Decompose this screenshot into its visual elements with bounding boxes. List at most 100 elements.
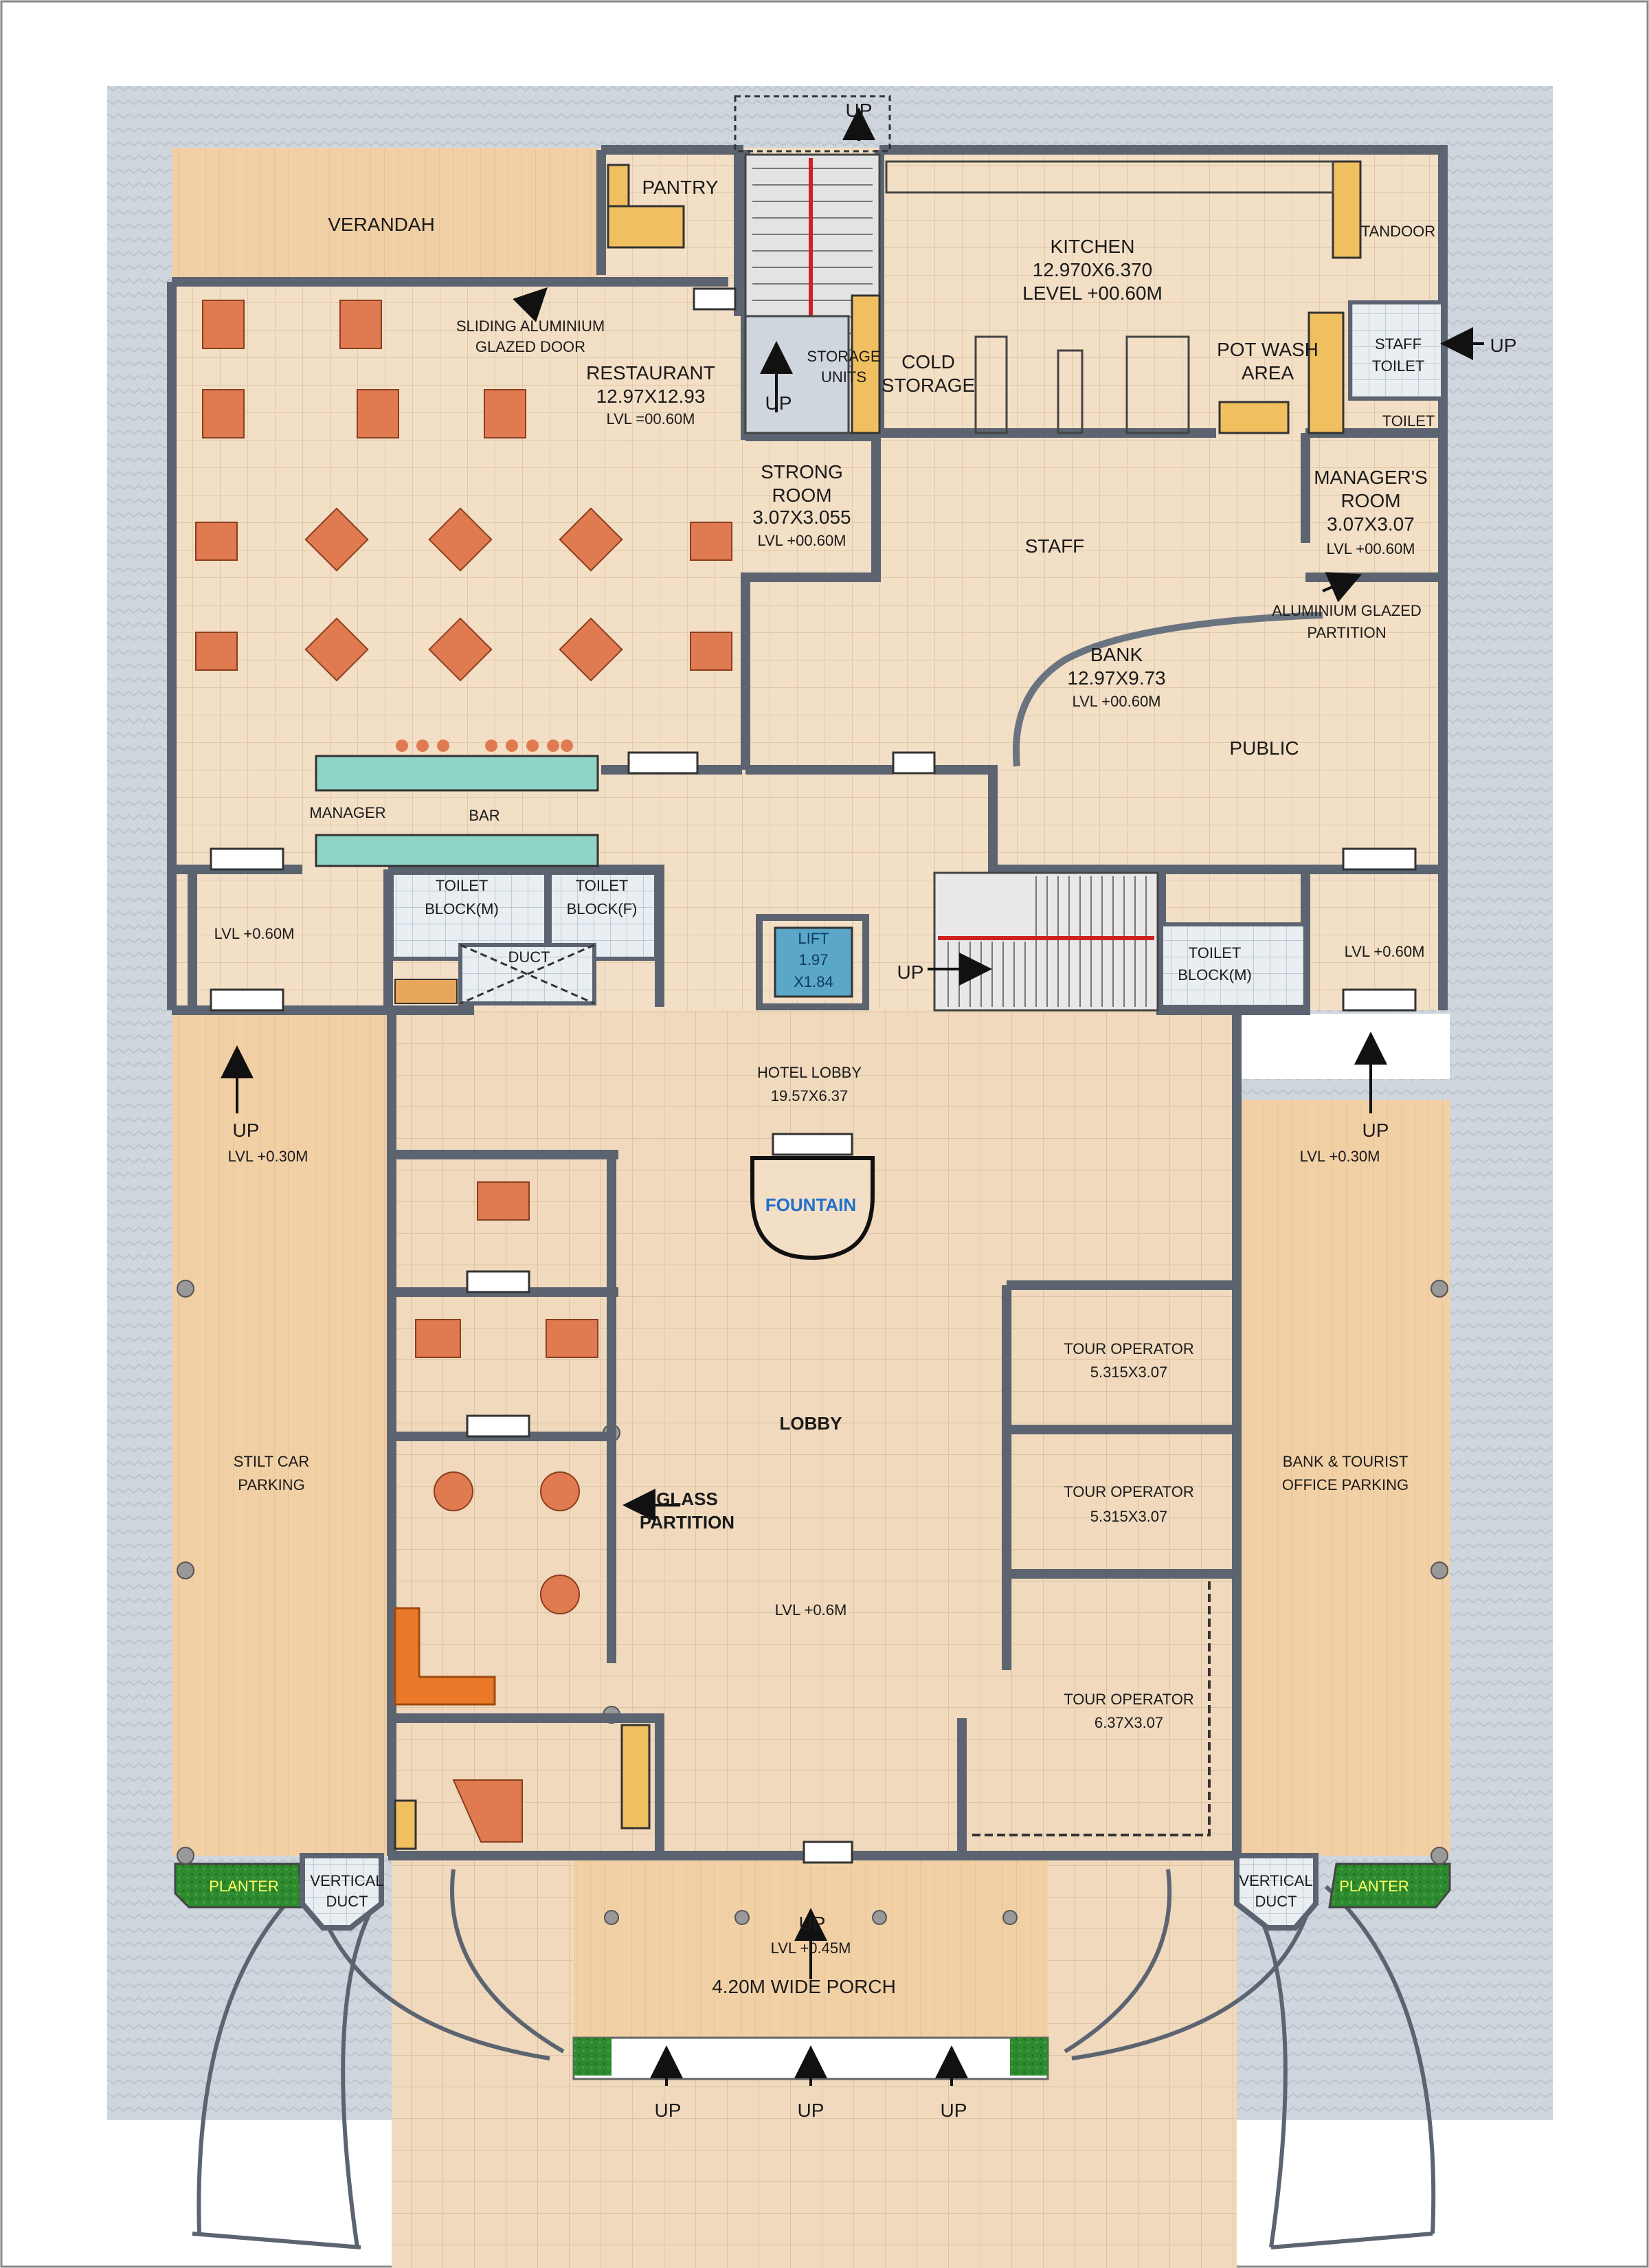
staff-toilet bbox=[1348, 300, 1445, 401]
restaurant-table bbox=[202, 300, 245, 349]
restaurant-table bbox=[357, 389, 399, 438]
up-label-top: UP bbox=[846, 100, 873, 121]
hotel-lobby-dim: 19.57X6.37 bbox=[771, 1087, 849, 1104]
up-label-lobby-stair: UP bbox=[897, 961, 924, 983]
tour-operator-1-label: TOUR OPERATOR bbox=[1064, 1340, 1193, 1357]
tour-operator-2-label: TOUR OPERATOR bbox=[1064, 1483, 1193, 1500]
verandah bbox=[172, 148, 598, 282]
toilet-label: TOILET bbox=[1382, 412, 1435, 430]
verandah-label: VERANDAH bbox=[328, 214, 435, 235]
planter-right-label: PLANTER bbox=[1339, 1878, 1409, 1895]
bank-parking-label-1: BANK & TOURIST bbox=[1283, 1453, 1409, 1470]
restaurant-lvl: LVL =00.60M bbox=[606, 410, 695, 427]
staff-toilet-label-2: TOILET bbox=[1372, 357, 1425, 375]
up-label-porch: UP bbox=[799, 1913, 826, 1934]
bar-counter bbox=[315, 755, 599, 792]
vertical-duct-right-label-2: DUCT bbox=[1255, 1893, 1297, 1910]
cold-storage-label-1: COLD bbox=[901, 351, 955, 373]
restaurant-table bbox=[202, 389, 245, 438]
managers-room-label-1: MANAGER'S bbox=[1314, 467, 1428, 488]
up-label-staff-toilet: UP bbox=[1490, 335, 1517, 356]
up-label-left-parking: UP bbox=[233, 1120, 260, 1141]
bank-lvl: LVL +00.60M bbox=[1072, 693, 1160, 710]
sliding-door-label-1: SLIDING ALUMINIUM bbox=[456, 318, 605, 335]
pot-wash-label-1: POT WASH bbox=[1217, 339, 1319, 360]
stilt-parking-label-2: PARKING bbox=[238, 1476, 304, 1493]
restaurant-table bbox=[428, 507, 493, 572]
vertical-duct-left-label-2: DUCT bbox=[326, 1893, 368, 1910]
toilet-block-f-label-2: BLOCK(F) bbox=[567, 900, 638, 918]
restaurant-table bbox=[690, 522, 732, 561]
bank-label: BANK bbox=[1090, 644, 1143, 665]
glass-partition-label-2: PARTITION bbox=[640, 1512, 734, 1533]
tour-operator-2-dim: 5.315X3.07 bbox=[1090, 1508, 1168, 1525]
duct-label: DUCT bbox=[508, 948, 550, 966]
up-label-right-parking: UP bbox=[1362, 1120, 1389, 1141]
lobby-label: LOBBY bbox=[780, 1413, 842, 1434]
lvl-right-label: LVL +0.60M bbox=[1345, 943, 1425, 960]
lobby-stair bbox=[933, 871, 1159, 1012]
alu-partition-label-1: ALUMINIUM GLAZED bbox=[1272, 602, 1422, 619]
storage-units-label-1: STORAGE bbox=[807, 348, 880, 365]
alu-partition-label-2: PARTITION bbox=[1307, 624, 1386, 641]
up-label-main-stair: UP bbox=[765, 392, 792, 414]
lift-dim-2: X1.84 bbox=[794, 973, 833, 990]
kitchen-lvl: LEVEL +00.60M bbox=[1022, 282, 1163, 304]
bank-tourist-parking bbox=[1240, 1100, 1450, 1856]
strong-room-label-1: STRONG bbox=[761, 461, 843, 482]
porch-lvl: LVL +0.45M bbox=[771, 1939, 851, 1957]
up-label-steps-3: UP bbox=[941, 2100, 967, 2121]
restaurant-table bbox=[339, 300, 382, 349]
planter-left bbox=[174, 1863, 304, 1909]
hotel-lobby-label: HOTEL LOBBY bbox=[757, 1064, 862, 1081]
tour-operator-3-dim: 6.37X3.07 bbox=[1095, 1714, 1163, 1731]
bank-dim: 12.97X9.73 bbox=[1067, 667, 1165, 689]
stilt-car-parking bbox=[172, 1014, 388, 1856]
storage-units-label-2: UNITS bbox=[821, 368, 866, 386]
staff-label: STAFF bbox=[1025, 535, 1085, 557]
vertical-duct-left-label-1: VERTICAL bbox=[310, 1872, 383, 1889]
bank-parking-label-2: OFFICE PARKING bbox=[1282, 1476, 1409, 1493]
kitchen-label: KITCHEN bbox=[1051, 236, 1135, 257]
fountain-label: FOUNTAIN bbox=[765, 1194, 856, 1215]
parking-lvl-left: LVL +0.30M bbox=[228, 1148, 309, 1165]
planter-left-label: PLANTER bbox=[209, 1878, 278, 1895]
staff-toilet-label-1: STAFF bbox=[1375, 335, 1422, 353]
tour-operator-1-dim: 5.315X3.07 bbox=[1090, 1364, 1168, 1381]
cold-storage-label-2: STORAGE bbox=[882, 375, 975, 396]
lift-shaft bbox=[756, 914, 869, 1010]
toilet-block-m-label-2: BLOCK(M) bbox=[425, 900, 499, 918]
toilet-block-m-label-1: TOILET bbox=[436, 877, 489, 894]
sliding-door-label-2: GLAZED DOOR bbox=[475, 338, 585, 355]
tour-operator-3-label: TOUR OPERATOR bbox=[1064, 1691, 1193, 1708]
restaurant-table bbox=[304, 617, 369, 682]
planter-right bbox=[1328, 1863, 1451, 1909]
pantry-label: PANTRY bbox=[642, 177, 719, 198]
lift-label: LIFT bbox=[798, 930, 829, 947]
up-label-steps-2: UP bbox=[798, 2100, 824, 2121]
up-label-steps-1: UP bbox=[655, 2100, 682, 2121]
public-label: PUBLIC bbox=[1229, 737, 1299, 759]
restaurant-table bbox=[559, 507, 623, 572]
tandoor-label: TANDOOR bbox=[1361, 223, 1435, 240]
stilt-parking-label-1: STILT CAR bbox=[234, 1453, 309, 1470]
porch-label: 4.20M WIDE PORCH bbox=[712, 1976, 896, 1997]
reception-counter bbox=[394, 1607, 496, 1706]
kitchen-dim: 12.970X6.370 bbox=[1033, 259, 1152, 280]
bar-label: BAR bbox=[469, 807, 500, 824]
glass-partition-label-1: GLASS bbox=[656, 1489, 718, 1509]
restaurant-table bbox=[195, 632, 238, 671]
strong-room-lvl: LVL +00.60M bbox=[757, 532, 846, 549]
restaurant-dim: 12.97X12.93 bbox=[596, 386, 706, 407]
fountain bbox=[750, 1156, 875, 1260]
strong-room-label-2: ROOM bbox=[772, 485, 831, 506]
restaurant-table bbox=[484, 389, 526, 438]
parking-lvl-right: LVL +0.30M bbox=[1300, 1148, 1380, 1165]
managers-room-label-2: ROOM bbox=[1340, 490, 1400, 511]
restaurant-table bbox=[428, 617, 493, 682]
lvl-left-label: LVL +0.60M bbox=[214, 925, 295, 942]
toilet-block-bank-label-2: BLOCK(M) bbox=[1178, 966, 1252, 983]
restaurant-table bbox=[195, 522, 238, 561]
manager-label: MANAGER bbox=[309, 804, 385, 821]
